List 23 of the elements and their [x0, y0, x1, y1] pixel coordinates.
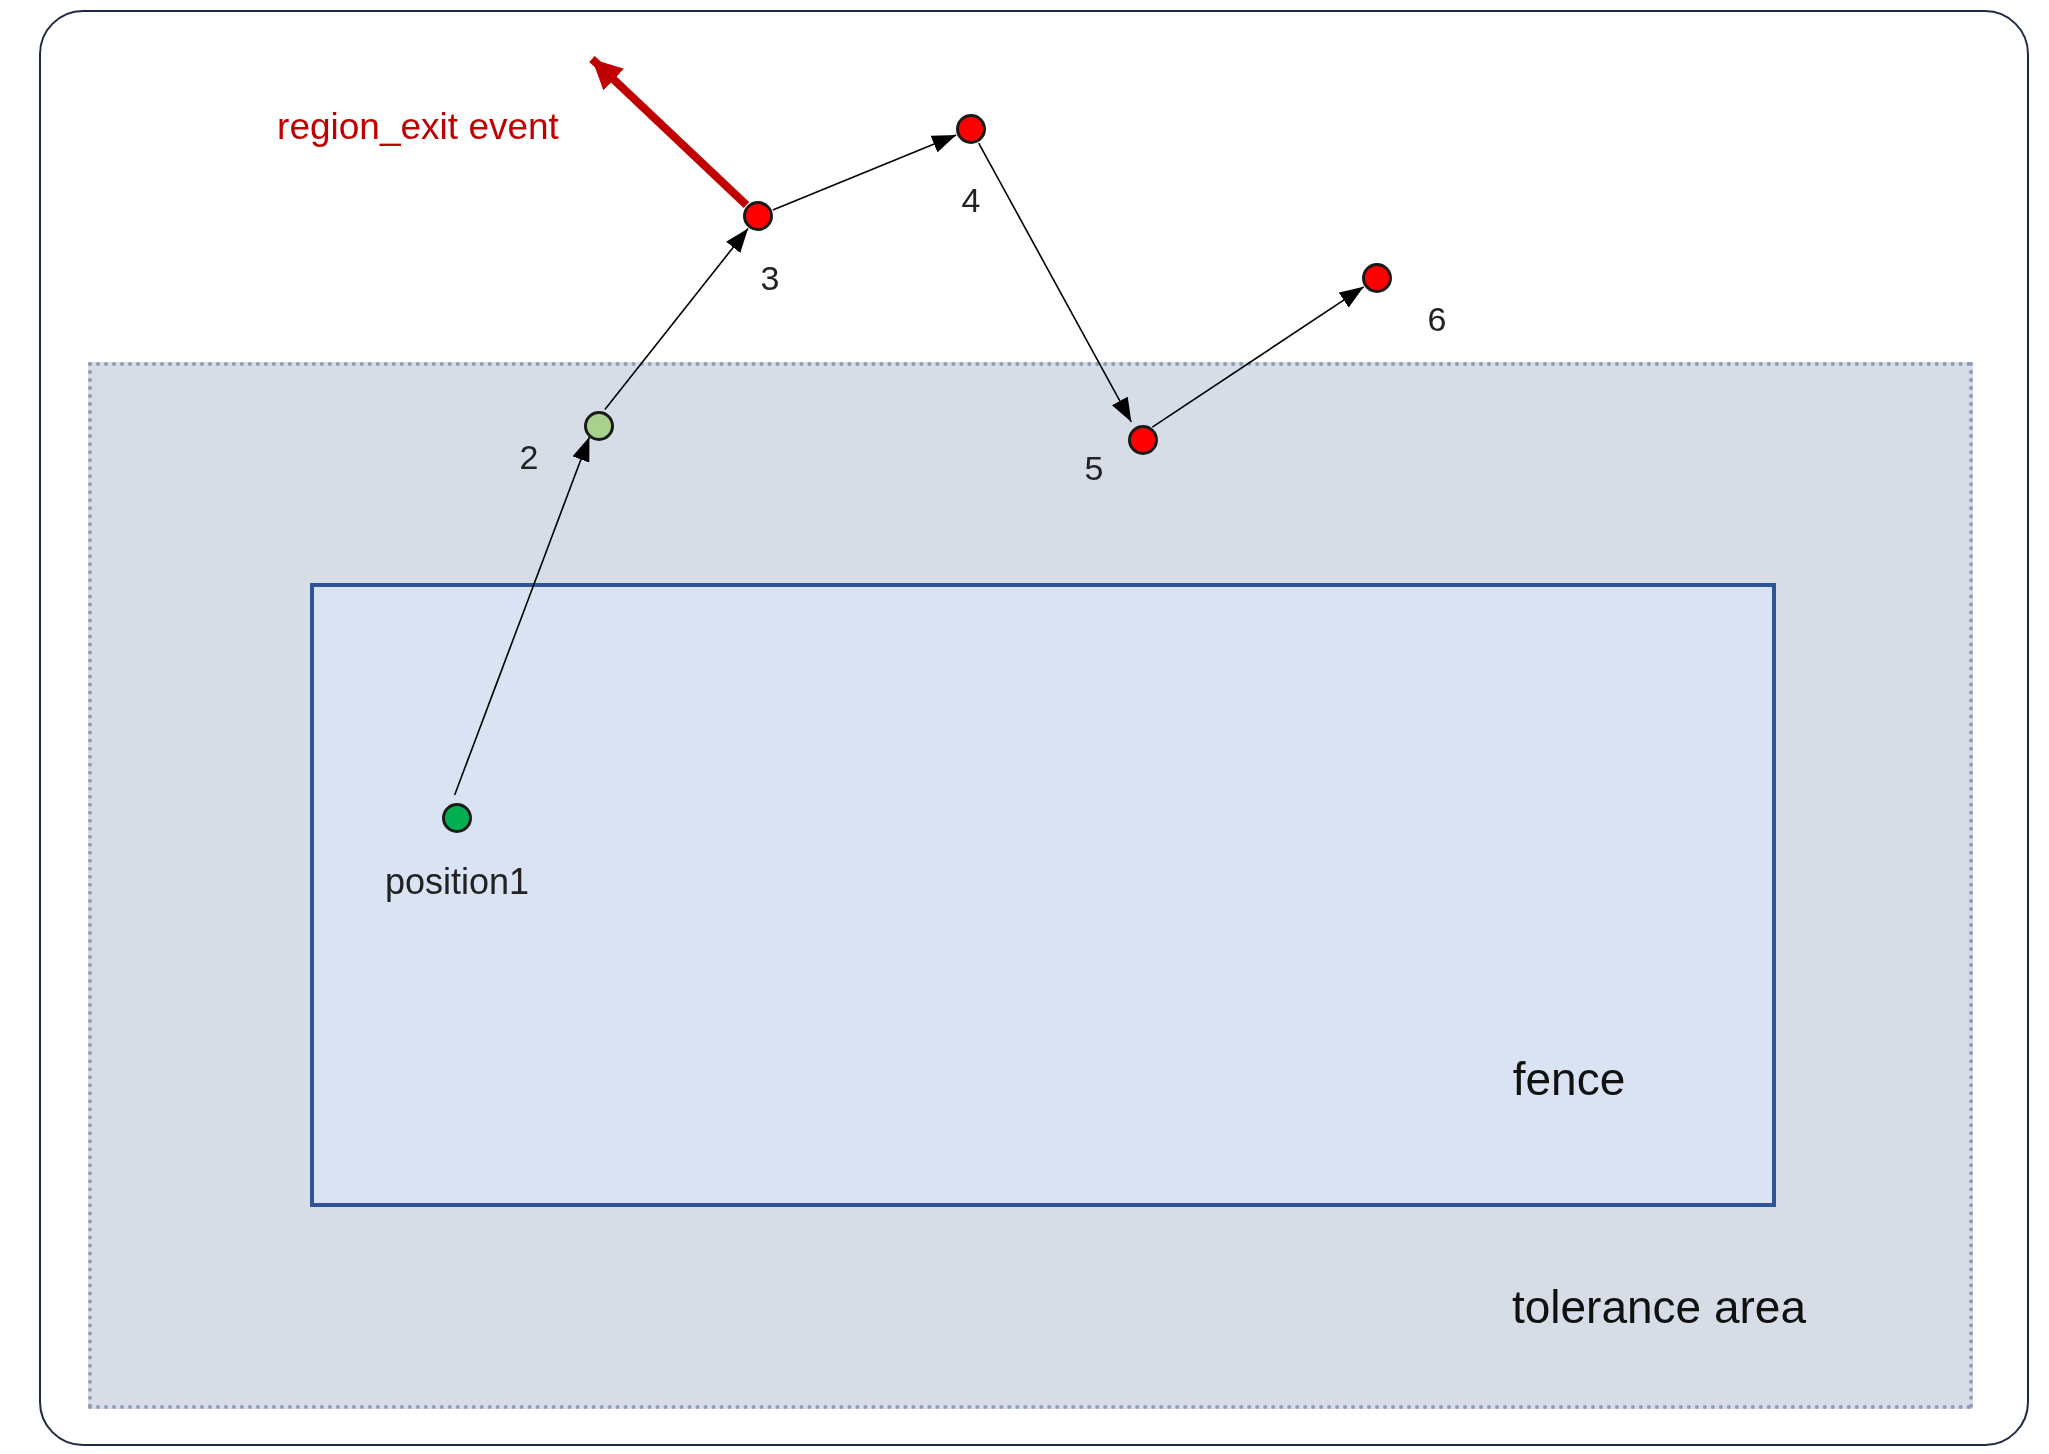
arrow — [604, 227, 749, 411]
arrow — [977, 142, 1133, 423]
point-label: 2 — [519, 437, 539, 477]
tolerance-region — [88, 362, 1973, 1409]
point-label: position1 — [384, 861, 530, 903]
position-dot — [442, 803, 472, 833]
arrow — [1151, 286, 1365, 428]
arrow — [453, 436, 591, 796]
arrow — [589, 56, 750, 208]
region-label: tolerance area — [1511, 1280, 1807, 1334]
point-label: 4 — [961, 180, 981, 220]
position-dot — [1128, 425, 1158, 455]
point-label: 6 — [1427, 299, 1447, 339]
point-label: 3 — [760, 258, 780, 298]
position-dot — [584, 411, 614, 441]
point-label: 5 — [1084, 448, 1104, 488]
arrow — [772, 134, 957, 211]
region-label: fence — [1512, 1052, 1626, 1106]
position-dot — [1362, 263, 1392, 293]
edge-label: region_exit event — [277, 106, 559, 148]
fence-region — [310, 583, 1776, 1207]
position-dot — [956, 114, 986, 144]
position-dot — [743, 201, 773, 231]
